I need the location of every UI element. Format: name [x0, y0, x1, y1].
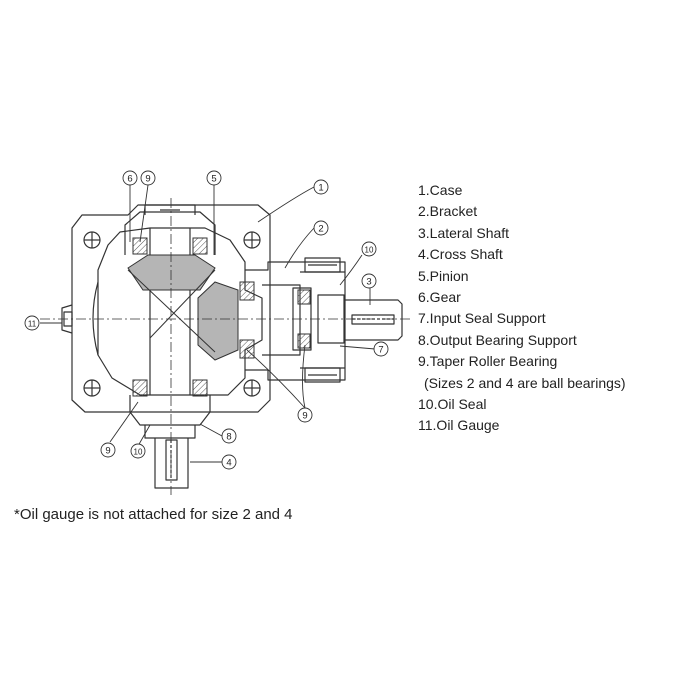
callout-9-top: 9 [145, 174, 150, 185]
part-case: 1.Case [418, 182, 463, 198]
callout-9-right: 9 [302, 411, 307, 422]
callout-4: 4 [226, 458, 231, 469]
part-taper-roller-bearing: 9.Taper Roller Bearing [418, 353, 558, 370]
bearing [239, 339, 255, 359]
callout-1: 1 [318, 183, 323, 194]
case-outline [71, 204, 271, 413]
bracket [245, 261, 346, 381]
part-gear: 6.Gear [418, 289, 461, 306]
part-output-bearing-support: 8.Output Bearing Support [418, 331, 577, 348]
part-lateral-shaft: 3.Lateral Shaft [418, 224, 510, 241]
parts-legend: 1.Case 2.Bracket 3.Lateral Shaft 4.Cross… [418, 180, 626, 437]
callout-5: 5 [211, 174, 216, 185]
callout-8: 8 [226, 432, 231, 443]
callout-7: 7 [378, 345, 383, 356]
pinion [197, 281, 239, 361]
bearing [192, 379, 208, 397]
callout-6: 6 [127, 174, 132, 185]
bearing [132, 379, 148, 397]
part-bearing-note: (Sizes 2 and 4 are ball bearings) [424, 374, 626, 391]
callout-10-right: 10 [365, 246, 374, 255]
callout-2: 2 [318, 224, 323, 235]
part-oil-seal: 10.Oil Seal [418, 396, 487, 413]
bearing [297, 289, 311, 305]
bearing [192, 237, 208, 255]
part-oil-gauge: 11.Oil Gauge [418, 417, 500, 434]
part-cross-shaft: 4.Cross Shaft [418, 246, 503, 263]
gear [127, 254, 216, 291]
callout-10-bottom: 10 [134, 448, 143, 457]
callout-11: 11 [28, 320, 37, 329]
lateral-shaft [345, 299, 403, 341]
part-input-seal-support: 7.Input Seal Support [418, 310, 546, 327]
oil-gauge-footnote: *Oil gauge is not attached for size 2 an… [14, 506, 293, 523]
bearing [297, 333, 311, 349]
callout-9-bottom: 9 [105, 446, 110, 457]
callout-3: 3 [366, 277, 371, 288]
case-cavity [97, 227, 263, 396]
part-bracket: 2.Bracket [418, 203, 478, 220]
bearing [132, 237, 148, 255]
bearing [239, 281, 255, 301]
part-pinion: 5.Pinion [418, 267, 469, 284]
cross-shaft [154, 438, 189, 489]
